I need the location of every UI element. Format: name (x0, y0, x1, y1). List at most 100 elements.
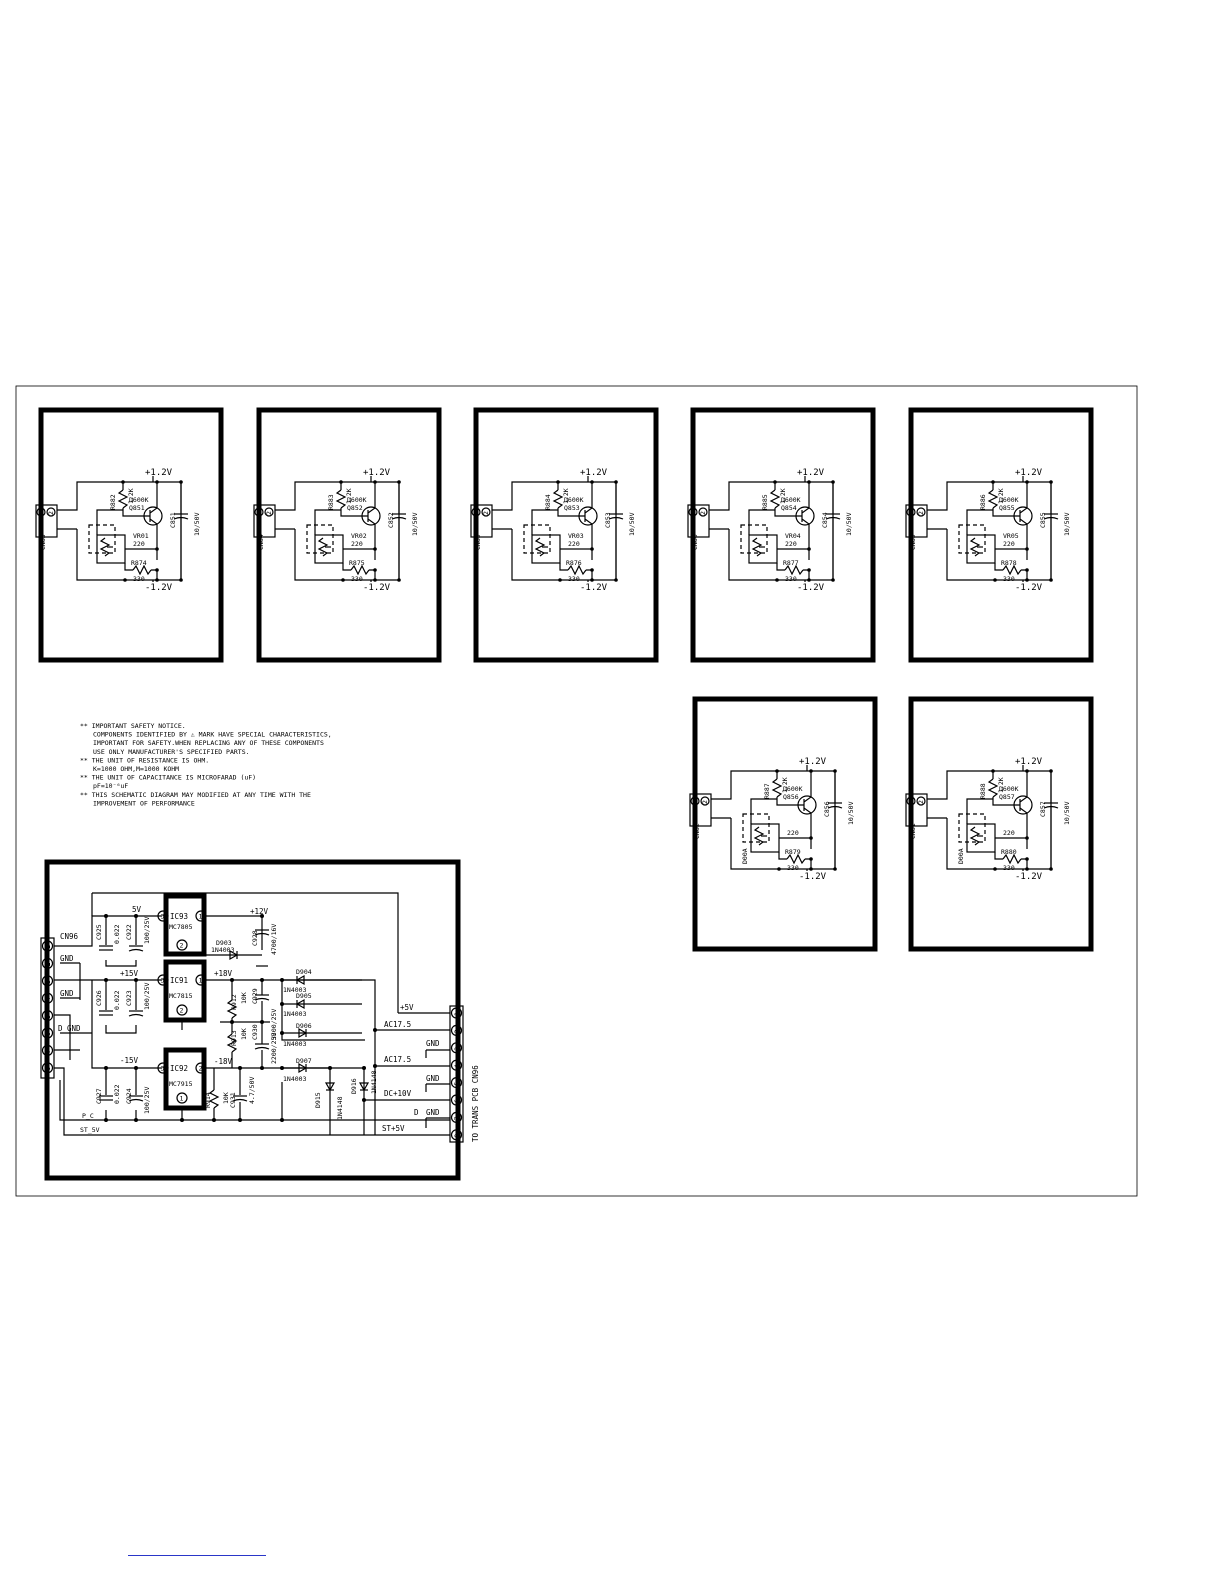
left-pin-3: 3 (44, 980, 52, 984)
transistor-type: D600K (783, 785, 803, 793)
supply-positive-label: +1.2V (797, 468, 825, 478)
top-resistor-value: 1.2K (127, 488, 135, 504)
supply-positive-label: +1.2V (363, 468, 391, 478)
note-line-7: ** THE UNIT OF CAPACITANCE IS MICROFARAD… (80, 774, 256, 782)
regulator-ic93: 3 1 2 IC93 MC7805 (157, 893, 207, 957)
pot-label: VR03 (568, 532, 584, 540)
supply-negative-label: -1.2V (1015, 872, 1043, 882)
sensor-dashed-box (523, 524, 551, 554)
module-connector (687, 504, 710, 538)
footer-link-underline[interactable] (128, 1555, 266, 1556)
top-resistor-value: 1.2K (997, 777, 1005, 793)
svg-text:2: 2 (199, 1065, 203, 1073)
svg-text:10K: 10K (240, 992, 248, 1004)
svg-text:D903: D903 (216, 939, 232, 947)
svg-text:R913: R913 (230, 1030, 238, 1046)
module-connector (905, 504, 928, 538)
svg-text:IC93: IC93 (170, 912, 188, 921)
pot-value: 220 (787, 829, 799, 837)
connector-label: CN86 (691, 534, 699, 550)
svg-text:R912: R912 (230, 994, 238, 1010)
cap-c929: C929 3300/25V (251, 988, 278, 1040)
transistor-type: D600K (999, 496, 1019, 504)
sensor-dashed-box (740, 524, 768, 554)
svg-text:2: 2 (180, 942, 184, 950)
top-resistor-label: R886 (979, 494, 987, 510)
label-15v-pos: +15V (120, 969, 139, 978)
supply-positive-label: +1.2V (145, 468, 173, 478)
module-border (690, 407, 876, 663)
label-18v-pos: +18V (214, 969, 233, 978)
top-resistor-label: R882 (109, 494, 117, 510)
sensor-dashed-box (306, 524, 334, 554)
transistor-label: Q851 (129, 504, 145, 512)
diode-d906: D906 1N4003 (282, 1022, 362, 1048)
right-pin-5: 5 (453, 1082, 461, 1086)
sensor-dashed-box (958, 524, 986, 554)
supply-positive-label: +1.2V (1015, 468, 1043, 478)
svg-text:MC7915: MC7915 (169, 1080, 193, 1088)
svg-text:3300/25V: 3300/25V (270, 1009, 278, 1040)
pot-value: 220 (1003, 540, 1015, 548)
svg-text:1N4003: 1N4003 (283, 1040, 307, 1048)
capacitor-label: C855 (1039, 512, 1047, 528)
svg-text:MC7815: MC7815 (169, 992, 193, 1000)
svg-text:C926: C926 (95, 990, 103, 1006)
capacitor-value: 10/50V (411, 512, 419, 536)
capacitor-value: 10/50V (1063, 512, 1071, 536)
regulator-ic91: 3 1 2 IC91 MC7815 (157, 959, 207, 1023)
capacitor-label: C857 (1039, 801, 1047, 817)
note-line-10: IMPROVEMENT OF PERFORMANCE (93, 799, 195, 807)
module-border (908, 696, 1094, 952)
bottom-resistor-label: R874 (131, 559, 147, 567)
note-line-1: ** IMPORTANT SAFETY NOTICE. (80, 722, 186, 730)
svg-text:D906: D906 (296, 1022, 312, 1030)
module-connector (905, 793, 928, 827)
bottom-resistor-label: R878 (1001, 559, 1017, 567)
svg-text:C928: C928 (251, 930, 259, 946)
svg-text:D916: D916 (350, 1078, 358, 1094)
top-resistor-value: 1.2K (781, 777, 789, 793)
left-pin-7: 7 (44, 1049, 52, 1053)
pin-2: 2 (699, 511, 707, 515)
svg-text:3: 3 (161, 913, 165, 921)
connector-label: CN83 (39, 534, 47, 550)
bottom-resistor-value: 330 (351, 575, 363, 583)
cap-c927: C927 0.022 (95, 1084, 121, 1104)
transistor-type: D600K (564, 496, 584, 504)
bottom-resistor-label: R877 (783, 559, 799, 567)
transistor-label: Q856 (783, 793, 799, 801)
regulator-ic92: 3 2 1 IC92 MC7915 (157, 1047, 207, 1111)
label-dc10: DC+10V (384, 1089, 412, 1098)
svg-text:0.022: 0.022 (113, 1084, 121, 1104)
gnd-label-1: GND (60, 954, 74, 963)
capacitor-label: C856 (823, 801, 831, 817)
left-pin-5: 5 (44, 1015, 52, 1019)
diode-d905: D905 1N4003 (282, 992, 362, 1018)
left-connector (40, 937, 55, 1079)
left-pin-1: 1 (44, 945, 52, 949)
cap-c924: C924 100/25V (125, 1087, 151, 1114)
connector-label: CN85 (474, 534, 482, 550)
pot-label: VR04 (785, 532, 801, 540)
top-resistor-value: 1.2K (779, 488, 787, 504)
top-resistor-label: R887 (763, 783, 771, 799)
right-pin-7: 7 (453, 1116, 461, 1120)
label-gnd-r1: GND (426, 1039, 440, 1048)
bottom-resistor-label: R875 (349, 559, 365, 567)
capacitor-label: C852 (387, 512, 395, 528)
connector-label: CN84 (257, 534, 265, 550)
pot-label: VR02 (351, 532, 367, 540)
top-resistor-label: R884 (544, 494, 552, 510)
svg-text:C931: C931 (229, 1092, 237, 1108)
bottom-resistor-value: 330 (787, 864, 799, 872)
transistor-label: Q855 (999, 504, 1015, 512)
pin-2: 2 (482, 511, 490, 515)
p-c-label: P_C (82, 1112, 94, 1120)
svg-text:C929: C929 (251, 988, 259, 1004)
left-pin-8: 8 (44, 1067, 52, 1071)
supply-negative-label: -1.2V (799, 872, 827, 882)
